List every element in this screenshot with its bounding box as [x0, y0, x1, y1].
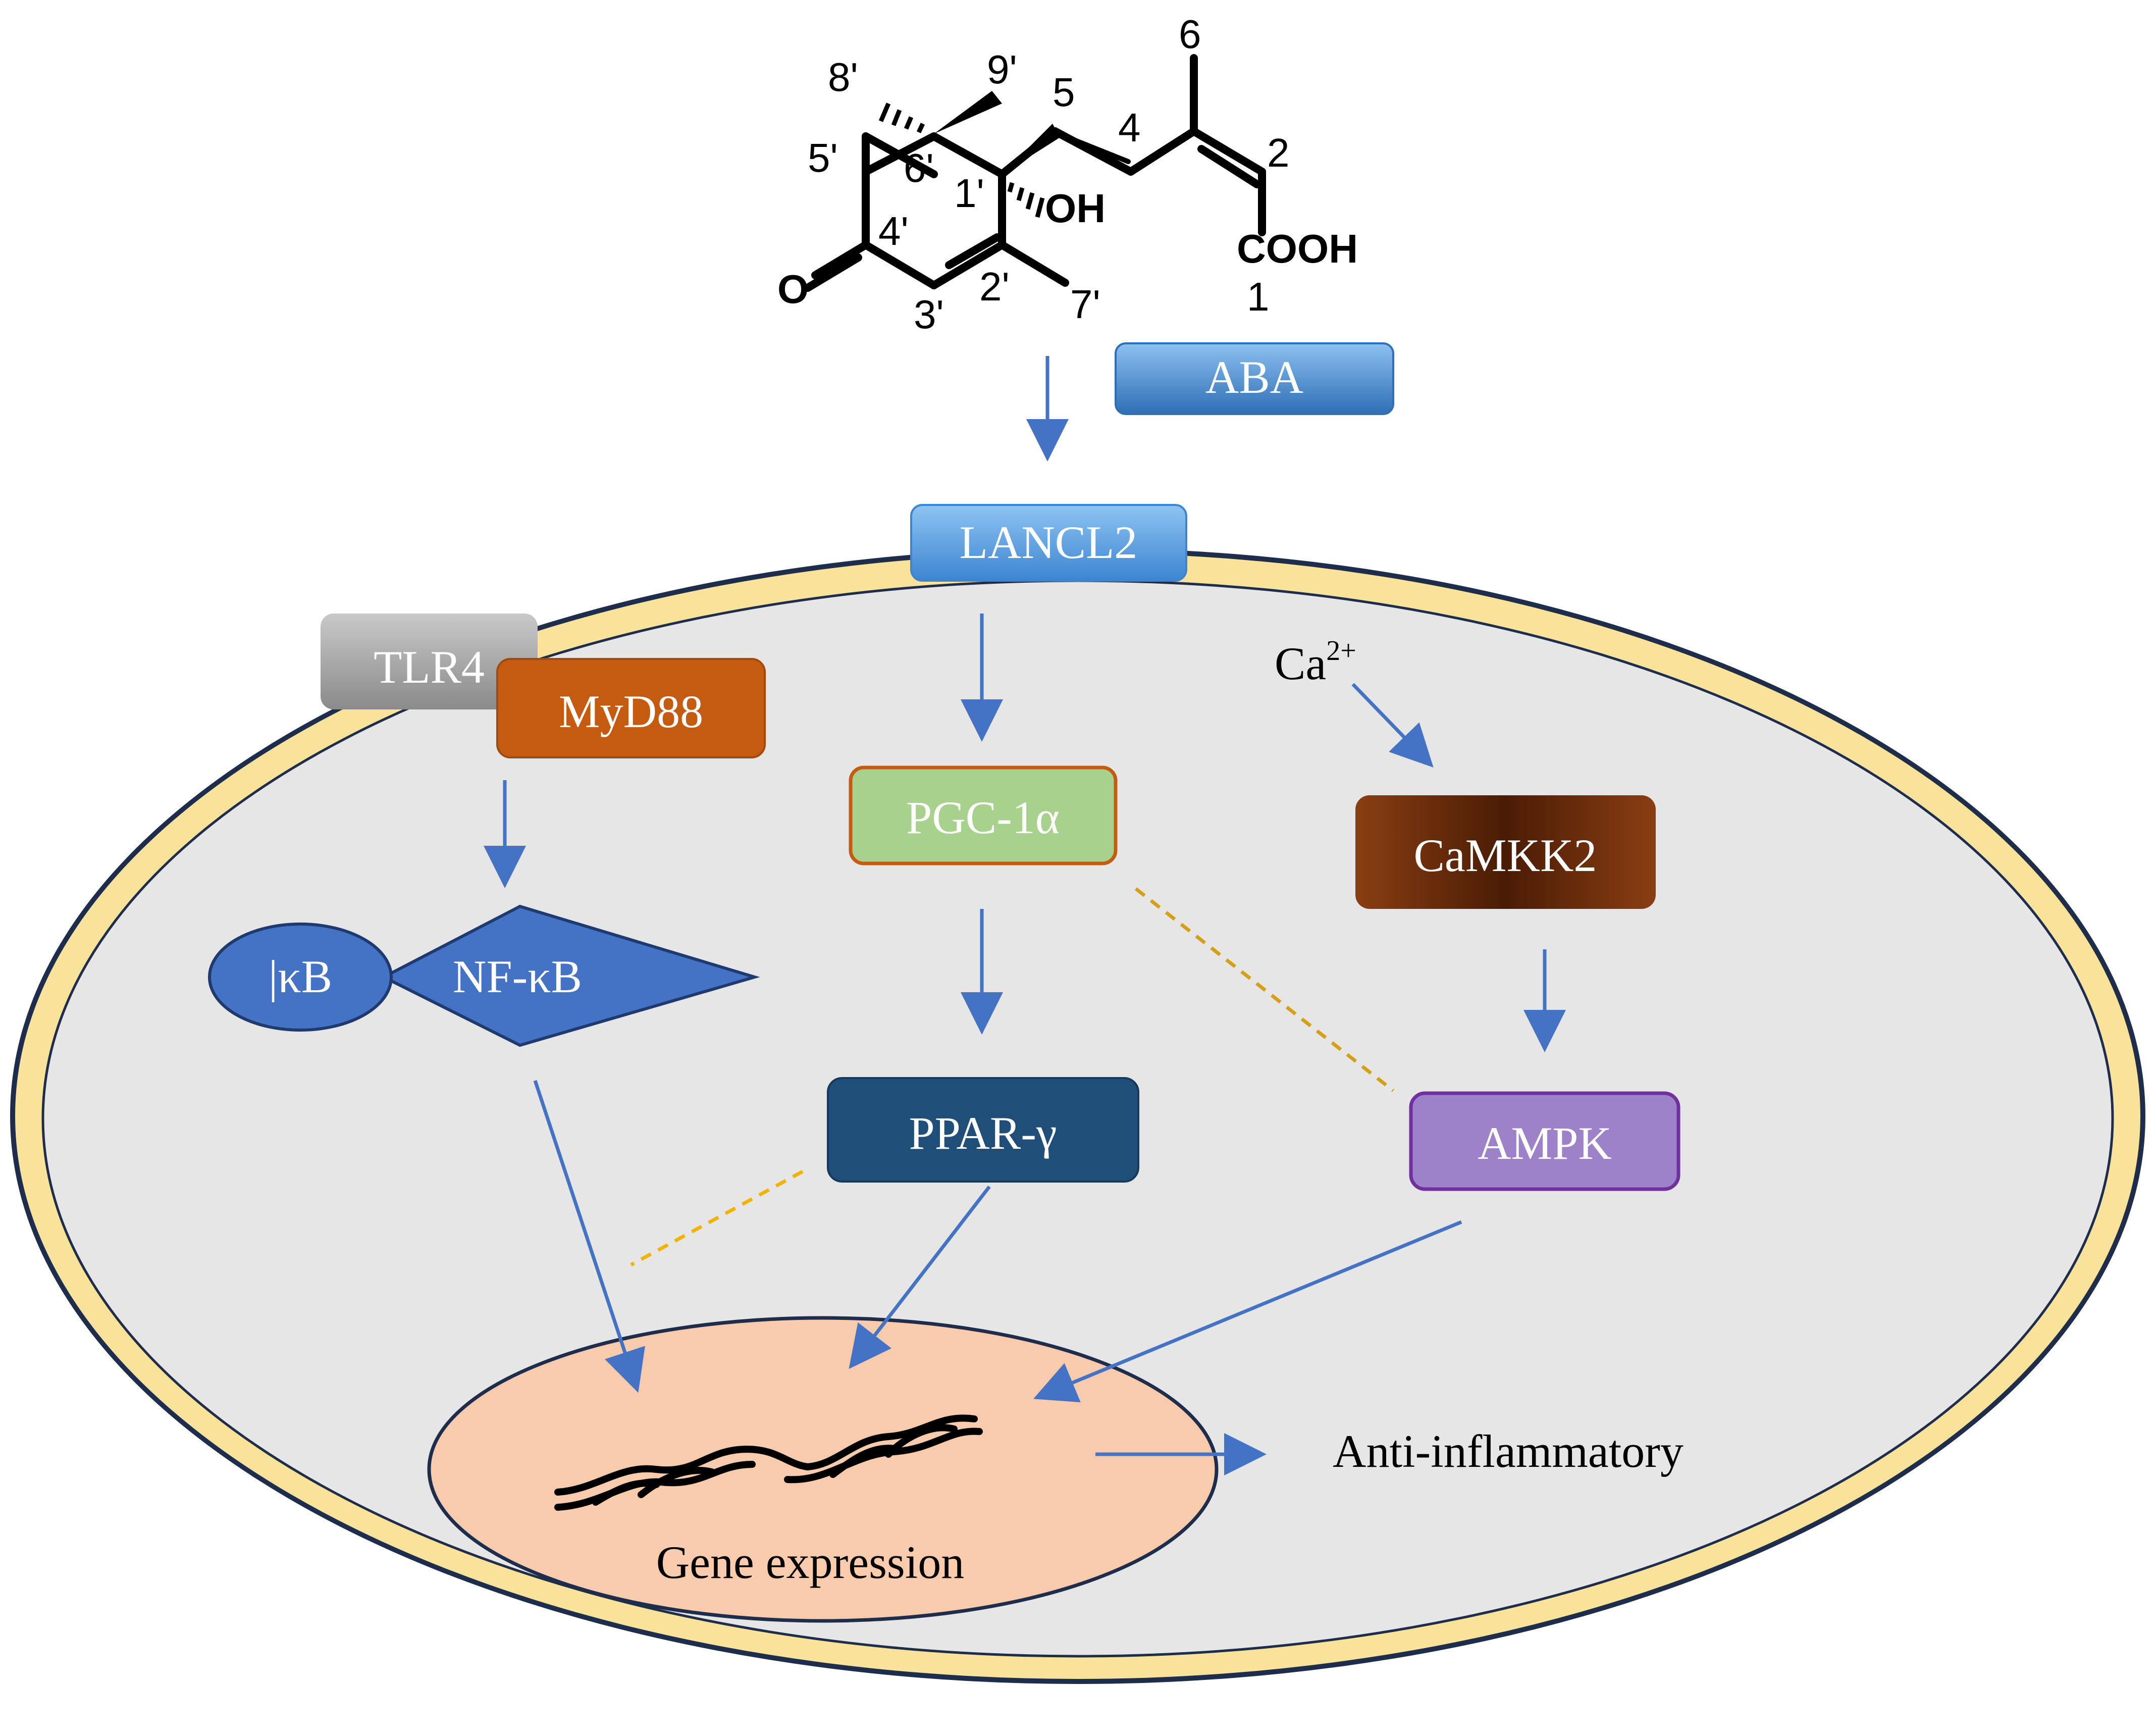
aba-atom-labels: 8' 9' 5' 6' 1' OH 4' O 3' 2' 7' 5 4 6 2 … — [777, 12, 1358, 337]
hashed-bond-8 — [878, 103, 925, 133]
nucleus: Gene expression — [427, 1316, 1219, 1623]
gene-expression-label: Gene expression — [656, 1537, 965, 1588]
aba-structure — [804, 54, 1266, 292]
lancl2-node: LANCL2 — [910, 504, 1187, 582]
dna-helix-icon — [554, 1414, 983, 1511]
atom-label-4: 4 — [1118, 105, 1141, 150]
atom-label-cooh: COOH — [1237, 226, 1358, 271]
calcium-label: Ca2+ — [1275, 635, 1356, 689]
arrow-ca-to-camkk2 — [1351, 683, 1434, 768]
ikb-shape — [208, 923, 393, 1032]
calcium-superscript: 2+ — [1326, 635, 1356, 667]
nfkb-shape — [380, 904, 760, 1047]
lancl2-label: LANCL2 — [960, 517, 1138, 568]
aba-node: ABA — [1115, 342, 1394, 415]
aba-label: ABA — [1205, 351, 1303, 403]
atom-label-6p: 6' — [904, 145, 934, 190]
atom-label-2: 2 — [1267, 130, 1290, 175]
hashed-bond-oh — [1007, 182, 1045, 218]
ikb-label: |κB — [269, 951, 332, 1002]
calcium-base: Ca — [1275, 638, 1326, 689]
pgc1a-label: PGC-1α — [906, 792, 1060, 843]
atom-label-5p: 5' — [808, 135, 838, 180]
atom-label-oxo: O — [777, 267, 809, 312]
nucleus-body — [427, 1316, 1219, 1623]
atom-label-oh: OH — [1045, 186, 1106, 231]
wedge-bond-9 — [934, 91, 1002, 134]
ppar-label: PPAR-γ — [909, 1107, 1057, 1159]
pgc1a-node: PGC-1α — [849, 765, 1118, 865]
atom-label-8p: 8' — [828, 55, 858, 99]
ampk-node: AMPK — [1409, 1091, 1680, 1191]
atom-label-6: 6 — [1179, 12, 1201, 57]
arrow-ampk-to-nucleus — [1033, 1220, 1462, 1403]
atom-label-9p: 9' — [987, 47, 1017, 92]
myd88-label: MyD88 — [559, 686, 703, 737]
atom-label-5: 5 — [1053, 70, 1075, 115]
wedge-bond-sidechain — [1002, 124, 1060, 174]
arrow-nfkb-to-nucleus — [533, 1080, 645, 1393]
atom-label-4p: 4' — [878, 209, 909, 253]
camkk2-label: CaMKK2 — [1414, 830, 1597, 881]
atom-label-7p: 7' — [1070, 282, 1100, 327]
nfkb-label: NF-κB — [453, 951, 582, 1002]
atom-label-1: 1 — [1247, 274, 1270, 319]
atom-label-1p: 1' — [954, 171, 984, 216]
arrows — [484, 356, 1566, 1475]
atom-label-2p: 2' — [979, 264, 1010, 309]
myd88-node: MyD88 — [496, 658, 766, 758]
anti-inflammatory-label: Anti-inflammatory — [1333, 1425, 1684, 1477]
dashed-pgc1a-ampk — [1134, 887, 1395, 1092]
calcium-label-group: Ca2+ — [1275, 635, 1356, 689]
tlr4-label: TLR4 — [374, 641, 485, 693]
atom-label-3p: 3' — [914, 292, 944, 337]
dashed-ppar-nucleus — [630, 1169, 804, 1267]
camkk2-node: CaMKK2 — [1355, 795, 1656, 909]
dashed-links — [630, 887, 1395, 1267]
ampk-label: AMPK — [1478, 1117, 1612, 1169]
ppar-node: PPAR-γ — [827, 1077, 1139, 1183]
nfkb-complex: |κB NF-κB — [208, 904, 760, 1047]
tlr4-node: TLR4 — [321, 614, 538, 709]
arrow-ppar-to-nucleus — [849, 1185, 991, 1369]
